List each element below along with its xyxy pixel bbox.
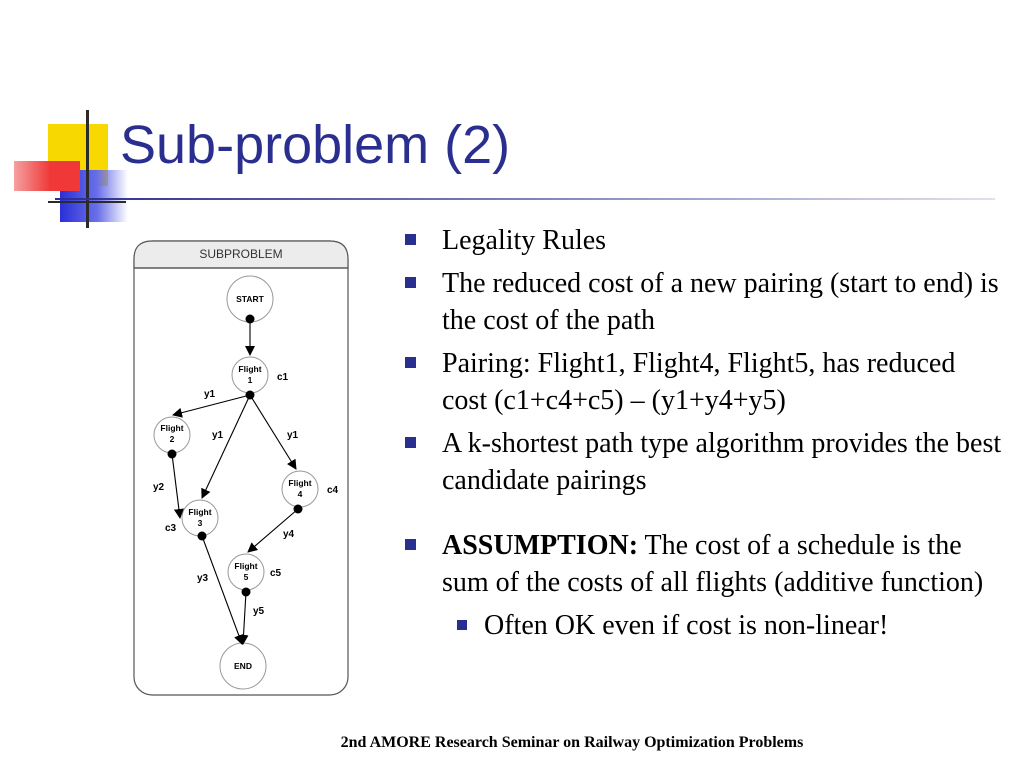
bullet-square-icon — [405, 357, 416, 368]
footer-text: 2nd AMORE Research Seminar on Railway Op… — [340, 734, 804, 751]
dot-flight5 — [241, 587, 251, 597]
assumption-label: ASSUMPTION: — [442, 530, 639, 561]
bullet-list: Legality Rules The reduced cost of a new… — [405, 222, 1005, 644]
dual-label-y5: y5 — [253, 606, 265, 617]
dual-label-y1-c: y1 — [287, 430, 299, 441]
node-flight4-label: Flight — [288, 478, 311, 488]
bullet-square-icon — [405, 277, 416, 288]
decor-red-square — [14, 161, 80, 191]
sub-bullet-item: Often OK even if cost is non-linear! — [457, 607, 1005, 644]
bullet-square-icon — [405, 234, 416, 245]
dot-flight2 — [167, 449, 177, 459]
bullet-square-icon — [405, 539, 416, 550]
cost-label-c4: c4 — [327, 485, 339, 496]
bullet-item: Legality Rules — [405, 222, 1005, 259]
node-flight5: Flight 5 — [227, 553, 265, 591]
node-flight3-number: 3 — [198, 518, 203, 528]
cost-label-c3: c3 — [165, 523, 177, 534]
edge-flight4-flight5 — [247, 508, 299, 553]
node-flight1-label: Flight — [238, 364, 261, 374]
decor-vertical-line — [86, 110, 89, 228]
edge-flight5-end — [238, 591, 249, 645]
node-flight1: Flight 1 — [231, 356, 269, 394]
node-flight4-number: 4 — [298, 489, 303, 499]
node-flight1-number: 1 — [248, 375, 253, 385]
dual-label-y2: y2 — [153, 482, 165, 493]
cost-label-c5: c5 — [270, 568, 282, 579]
node-end-label: END — [234, 661, 252, 671]
dual-label-y1-b: y1 — [212, 430, 224, 441]
node-flight4: Flight 4 — [281, 470, 319, 508]
node-flight3-label: Flight — [188, 507, 211, 517]
title-underline — [55, 198, 995, 200]
cost-label-c1: c1 — [277, 372, 289, 383]
bullet-text: A k-shortest path type algorithm provide… — [442, 428, 1002, 496]
dot-start — [245, 314, 255, 324]
node-flight5-label: Flight — [234, 561, 257, 571]
node-flight2: Flight 2 — [153, 416, 191, 454]
sub-bullet-text: Often OK even if cost is non-linear! — [484, 610, 889, 641]
diagram-header: SUBPROBLEM — [199, 247, 282, 261]
node-start-label: START — [236, 294, 265, 304]
edge-flight3-end — [201, 535, 244, 645]
bullet-text: Legality Rules — [442, 225, 607, 256]
dual-label-y3: y3 — [197, 573, 209, 584]
edge-flight2-flight3 — [171, 453, 184, 519]
edge-flight1-flight2 — [172, 394, 251, 418]
node-flight2-number: 2 — [170, 434, 175, 444]
node-flight5-number: 5 — [244, 572, 249, 582]
bullet-item: A k-shortest path type algorithm provide… — [405, 425, 1005, 499]
decor-horizontal-line — [48, 201, 126, 203]
bullet-item: Pairing: Flight1, Flight4, Flight5, has … — [405, 345, 1005, 419]
dual-label-y4: y4 — [283, 529, 295, 540]
bullet-item-assumption: ASSUMPTION: The cost of a schedule is th… — [405, 527, 1005, 601]
assumption-text: The cost of a schedule is the sum of the… — [442, 530, 984, 598]
bullet-text: The reduced cost of a new pairing (start… — [442, 268, 999, 336]
slide-title: Sub-problem (2) — [120, 115, 511, 175]
sub-bullet-square-icon — [457, 620, 467, 630]
node-flight2-label: Flight — [160, 423, 183, 433]
dot-flight1 — [245, 390, 255, 400]
edge-flight1-flight4 — [249, 394, 297, 470]
dot-flight4 — [293, 504, 303, 514]
dot-flight3 — [197, 531, 207, 541]
edge-flight1-flight3 — [201, 394, 251, 499]
dual-label-y1-a: y1 — [204, 389, 216, 400]
bullet-text: Pairing: Flight1, Flight4, Flight5, has … — [442, 348, 956, 416]
subproblem-diagram: SUBPROBLEM START Flight 1 Flight 2 Fligh… — [133, 240, 349, 696]
node-end: END — [219, 642, 267, 690]
bullet-square-icon — [405, 437, 416, 448]
node-flight3: Flight 3 — [181, 499, 219, 537]
bullet-item: The reduced cost of a new pairing (start… — [405, 265, 1005, 339]
